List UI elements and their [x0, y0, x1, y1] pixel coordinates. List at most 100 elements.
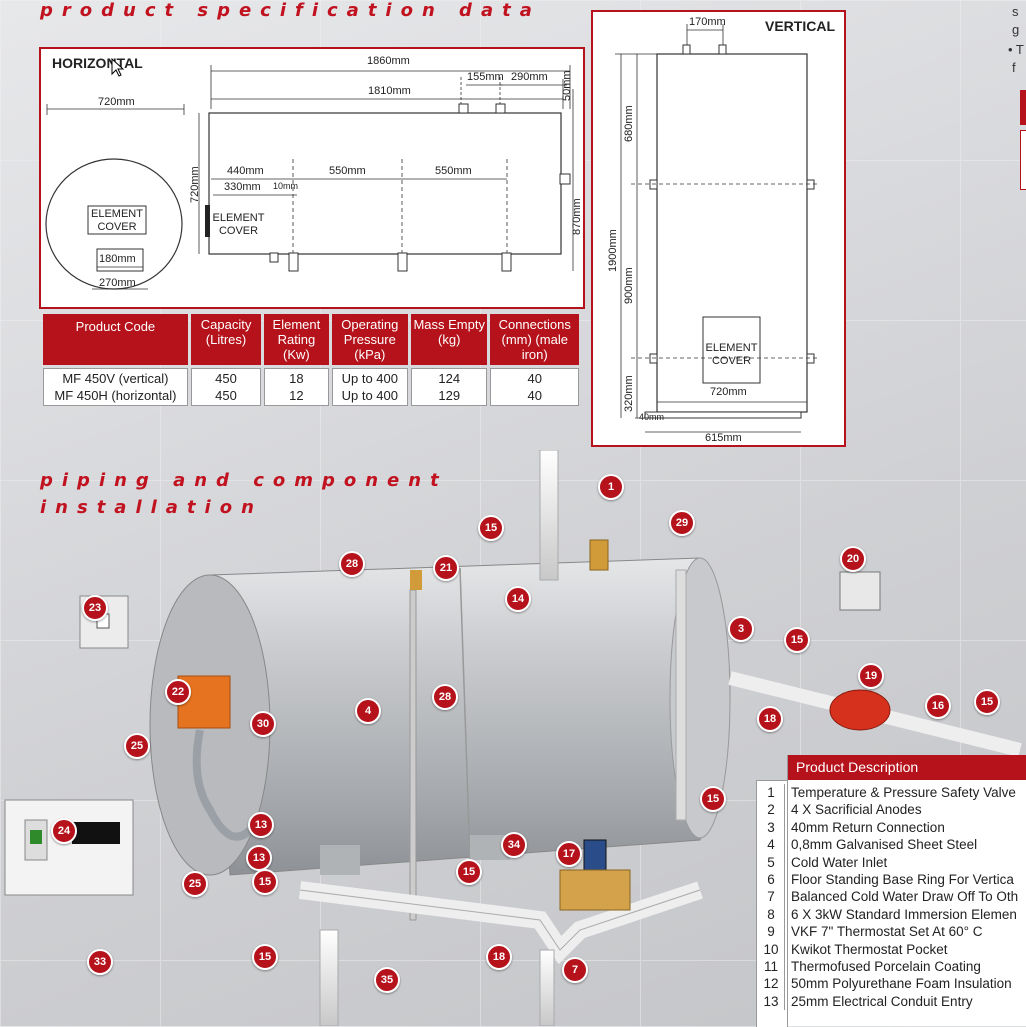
- safety-valve: [589, 539, 609, 571]
- side-view-body: [208, 112, 562, 255]
- vertical-drawing: [615, 24, 819, 433]
- dim-155: 155mm: [467, 71, 504, 83]
- dim-10: 10mm: [273, 181, 299, 191]
- section-title-spec: product specification data: [40, 0, 541, 21]
- text-fragment: g: [1012, 22, 1020, 37]
- dim-1860: 1860mm: [367, 55, 410, 67]
- th-connections: Connections (mm) (male iron): [490, 314, 579, 365]
- vertical-element-cover: [702, 316, 761, 384]
- pump-body: [829, 689, 891, 731]
- callout-24: 24: [51, 818, 77, 844]
- callout-20: 20: [840, 546, 866, 572]
- callout-34: 34: [501, 832, 527, 858]
- dim-870: 870mm: [571, 198, 583, 235]
- text-fragment: • T: [1008, 42, 1024, 57]
- dim-440: 440mm: [227, 165, 264, 177]
- side-box-fragment: [1020, 130, 1026, 190]
- th-element-rating: Element Rating (Kw): [264, 314, 329, 365]
- section-title-piping-2: installation: [40, 497, 263, 518]
- dim-615: 615mm: [705, 432, 742, 444]
- callout-15: 15: [700, 786, 726, 812]
- dim-170: 170mm: [689, 16, 726, 28]
- dim-720-side: 720mm: [189, 166, 201, 203]
- section-title-piping-1: piping and component: [40, 470, 448, 491]
- callout-16: 16: [925, 693, 951, 719]
- dim-680: 680mm: [623, 105, 635, 142]
- callout-15: 15: [252, 869, 278, 895]
- vertical-label: VERTICAL: [765, 18, 835, 34]
- callout-23: 23: [82, 595, 108, 621]
- table-cell: MF 450V (vertical)MF 450H (horizontal): [43, 368, 188, 406]
- dim-900: 900mm: [623, 267, 635, 304]
- dim-320: 320mm: [623, 375, 635, 412]
- callout-15: 15: [456, 859, 482, 885]
- dim-330: 330mm: [224, 181, 261, 193]
- dim-550-a: 550mm: [329, 165, 366, 177]
- callout-25: 25: [182, 871, 208, 897]
- tank-body: [209, 557, 731, 876]
- callout-18: 18: [757, 706, 783, 732]
- mouse-cursor-icon: [111, 58, 125, 77]
- callout-35: 35: [374, 967, 400, 993]
- text-fragment: s: [1012, 4, 1019, 19]
- callout-17: 17: [556, 841, 582, 867]
- callout-1: 1: [598, 474, 624, 500]
- th-operating-pressure: Operating Pressure (kPa): [331, 314, 409, 365]
- dim-720-top: 720mm: [98, 96, 135, 108]
- product-description-title: Product Description: [788, 755, 1026, 780]
- text-fragment: f: [1012, 60, 1016, 75]
- callout-15: 15: [252, 944, 278, 970]
- callout-22: 22: [165, 679, 191, 705]
- callout-25: 25: [124, 733, 150, 759]
- dim-180: 180mm: [99, 253, 136, 265]
- dim-1810: 1810mm: [368, 85, 411, 97]
- callout-28: 28: [432, 684, 458, 710]
- horizontal-drawing: [45, 65, 574, 290]
- dim-270: 270mm: [99, 277, 136, 289]
- end-element-cover-label: ELEMENT COVER: [91, 208, 143, 233]
- table-row: MF 450V (vertical)MF 450H (horizontal) 4…: [43, 368, 579, 406]
- dim-40: 40mm: [639, 412, 665, 422]
- side-bar-fragment: [1020, 90, 1026, 125]
- callout-18: 18: [486, 944, 512, 970]
- pump-switch-box: [839, 571, 881, 611]
- callout-14: 14: [505, 586, 531, 612]
- horizontal-diagram-panel: HORIZONTAL: [39, 47, 585, 309]
- spec-table: Product Code Capacity (Litres) Element R…: [40, 311, 582, 409]
- th-product-code: Product Code: [43, 314, 188, 365]
- callout-30: 30: [250, 711, 276, 737]
- th-mass: Mass Empty (kg): [411, 314, 488, 365]
- callout-19: 19: [858, 663, 884, 689]
- callout-7: 7: [562, 957, 588, 983]
- th-capacity: Capacity (Litres): [190, 314, 262, 365]
- dim-290: 290mm: [511, 71, 548, 83]
- control-panel: [4, 799, 134, 896]
- callout-15: 15: [784, 627, 810, 653]
- dim-1900: 1900mm: [607, 229, 619, 272]
- callout-33: 33: [87, 949, 113, 975]
- dim-550-b: 550mm: [435, 165, 472, 177]
- callout-28: 28: [339, 551, 365, 577]
- dim-50: 50mm: [561, 70, 573, 101]
- callout-21: 21: [433, 555, 459, 581]
- callout-3: 3: [728, 616, 754, 642]
- callout-15: 15: [478, 515, 504, 541]
- callout-15: 15: [974, 689, 1000, 715]
